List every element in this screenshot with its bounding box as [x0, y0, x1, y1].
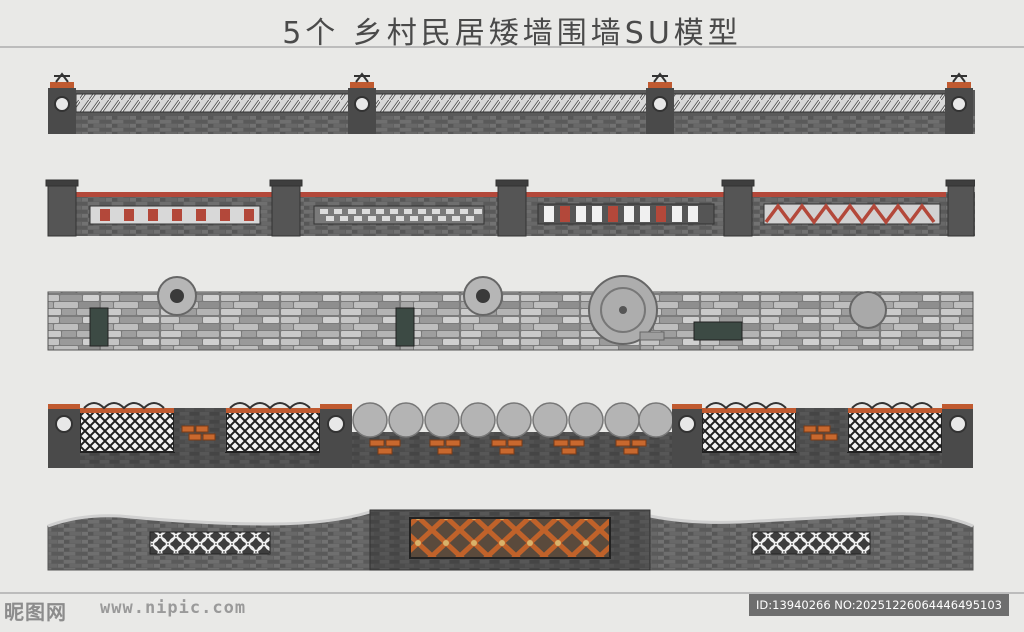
wall-4: [48, 402, 973, 468]
header-divider: [0, 46, 1024, 48]
wall-3: [47, 275, 974, 351]
wall-4-round-tiles: [352, 402, 674, 468]
wall-3-niches: [89, 307, 743, 347]
wall-4-pillars: [48, 404, 973, 468]
wall-2-panels: [89, 203, 941, 225]
wall-1-pillars: [48, 72, 973, 134]
page-title: 5个 乡村民居矮墙围墙SU模型: [282, 16, 742, 51]
watermark-logo: 昵图网: [4, 600, 67, 624]
wall-1: [48, 72, 975, 134]
wall-3-millstones: [157, 275, 887, 345]
image-id-badge: ID:13940266 NO:20251226064446495103: [749, 594, 1009, 616]
wall-4-lattice-panels: [79, 402, 943, 453]
footer-divider: [0, 592, 1024, 594]
wall-2: [45, 179, 975, 237]
wall-5: [47, 509, 974, 571]
watermark-url: www.nipic.com: [100, 598, 247, 618]
